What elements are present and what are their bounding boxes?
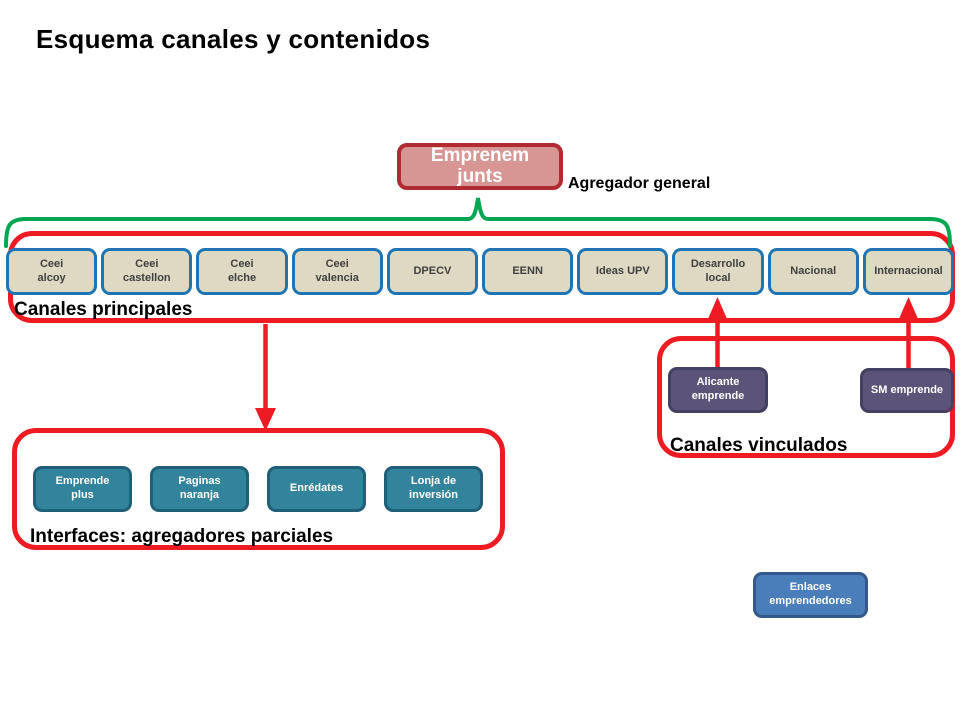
main-channels-group-label: Canales principales: [14, 299, 193, 320]
linked-alicante-emprende: Alicante emprende: [668, 367, 768, 413]
channel-ceei-castellon: Ceei castellon: [101, 248, 193, 295]
channel-eenn: EENN: [482, 248, 574, 295]
linked-channels-group-label: Canales vinculados: [670, 435, 848, 456]
interfaces-group-label: Interfaces: agregadores parciales: [30, 526, 334, 547]
main-channels-row: Ceei alcoy Ceei castellon Ceei elche Cee…: [6, 248, 955, 295]
interface-paginas-naranja: Paginas naranja: [150, 466, 249, 512]
channel-nacional: Nacional: [767, 248, 859, 295]
arrow-to-interfaces: [255, 324, 276, 431]
interface-lonja-de-inversion: Lonja de inversión: [384, 466, 483, 512]
channel-internacional: Internacional: [862, 248, 955, 295]
interface-emprende-plus: Emprende plus: [33, 466, 132, 512]
channel-ideas-upv: Ideas UPV: [577, 248, 669, 295]
slide-title: Esquema canales y contenidos: [36, 24, 431, 54]
channel-dpecv: DPECV: [386, 248, 479, 295]
aggregator-annotation: Agregador general: [568, 175, 711, 192]
interfaces-row: Emprende plus Paginas naranja Enrédates …: [33, 466, 483, 512]
channel-ceei-elche: Ceei elche: [196, 248, 288, 295]
enlaces-emprendedores-box: Enlaces emprendedores: [753, 572, 868, 618]
channel-desarrollo-local: Desarrollo local: [672, 248, 764, 295]
channel-ceei-alcoy: Ceei alcoy: [6, 248, 98, 295]
interface-enredates: Enrédates: [267, 466, 366, 512]
channel-ceei-valencia: Ceei valencia: [291, 248, 383, 295]
aggregator-box: Emprenem junts: [397, 143, 563, 190]
linked-sm-emprende: SM emprende: [860, 368, 954, 413]
